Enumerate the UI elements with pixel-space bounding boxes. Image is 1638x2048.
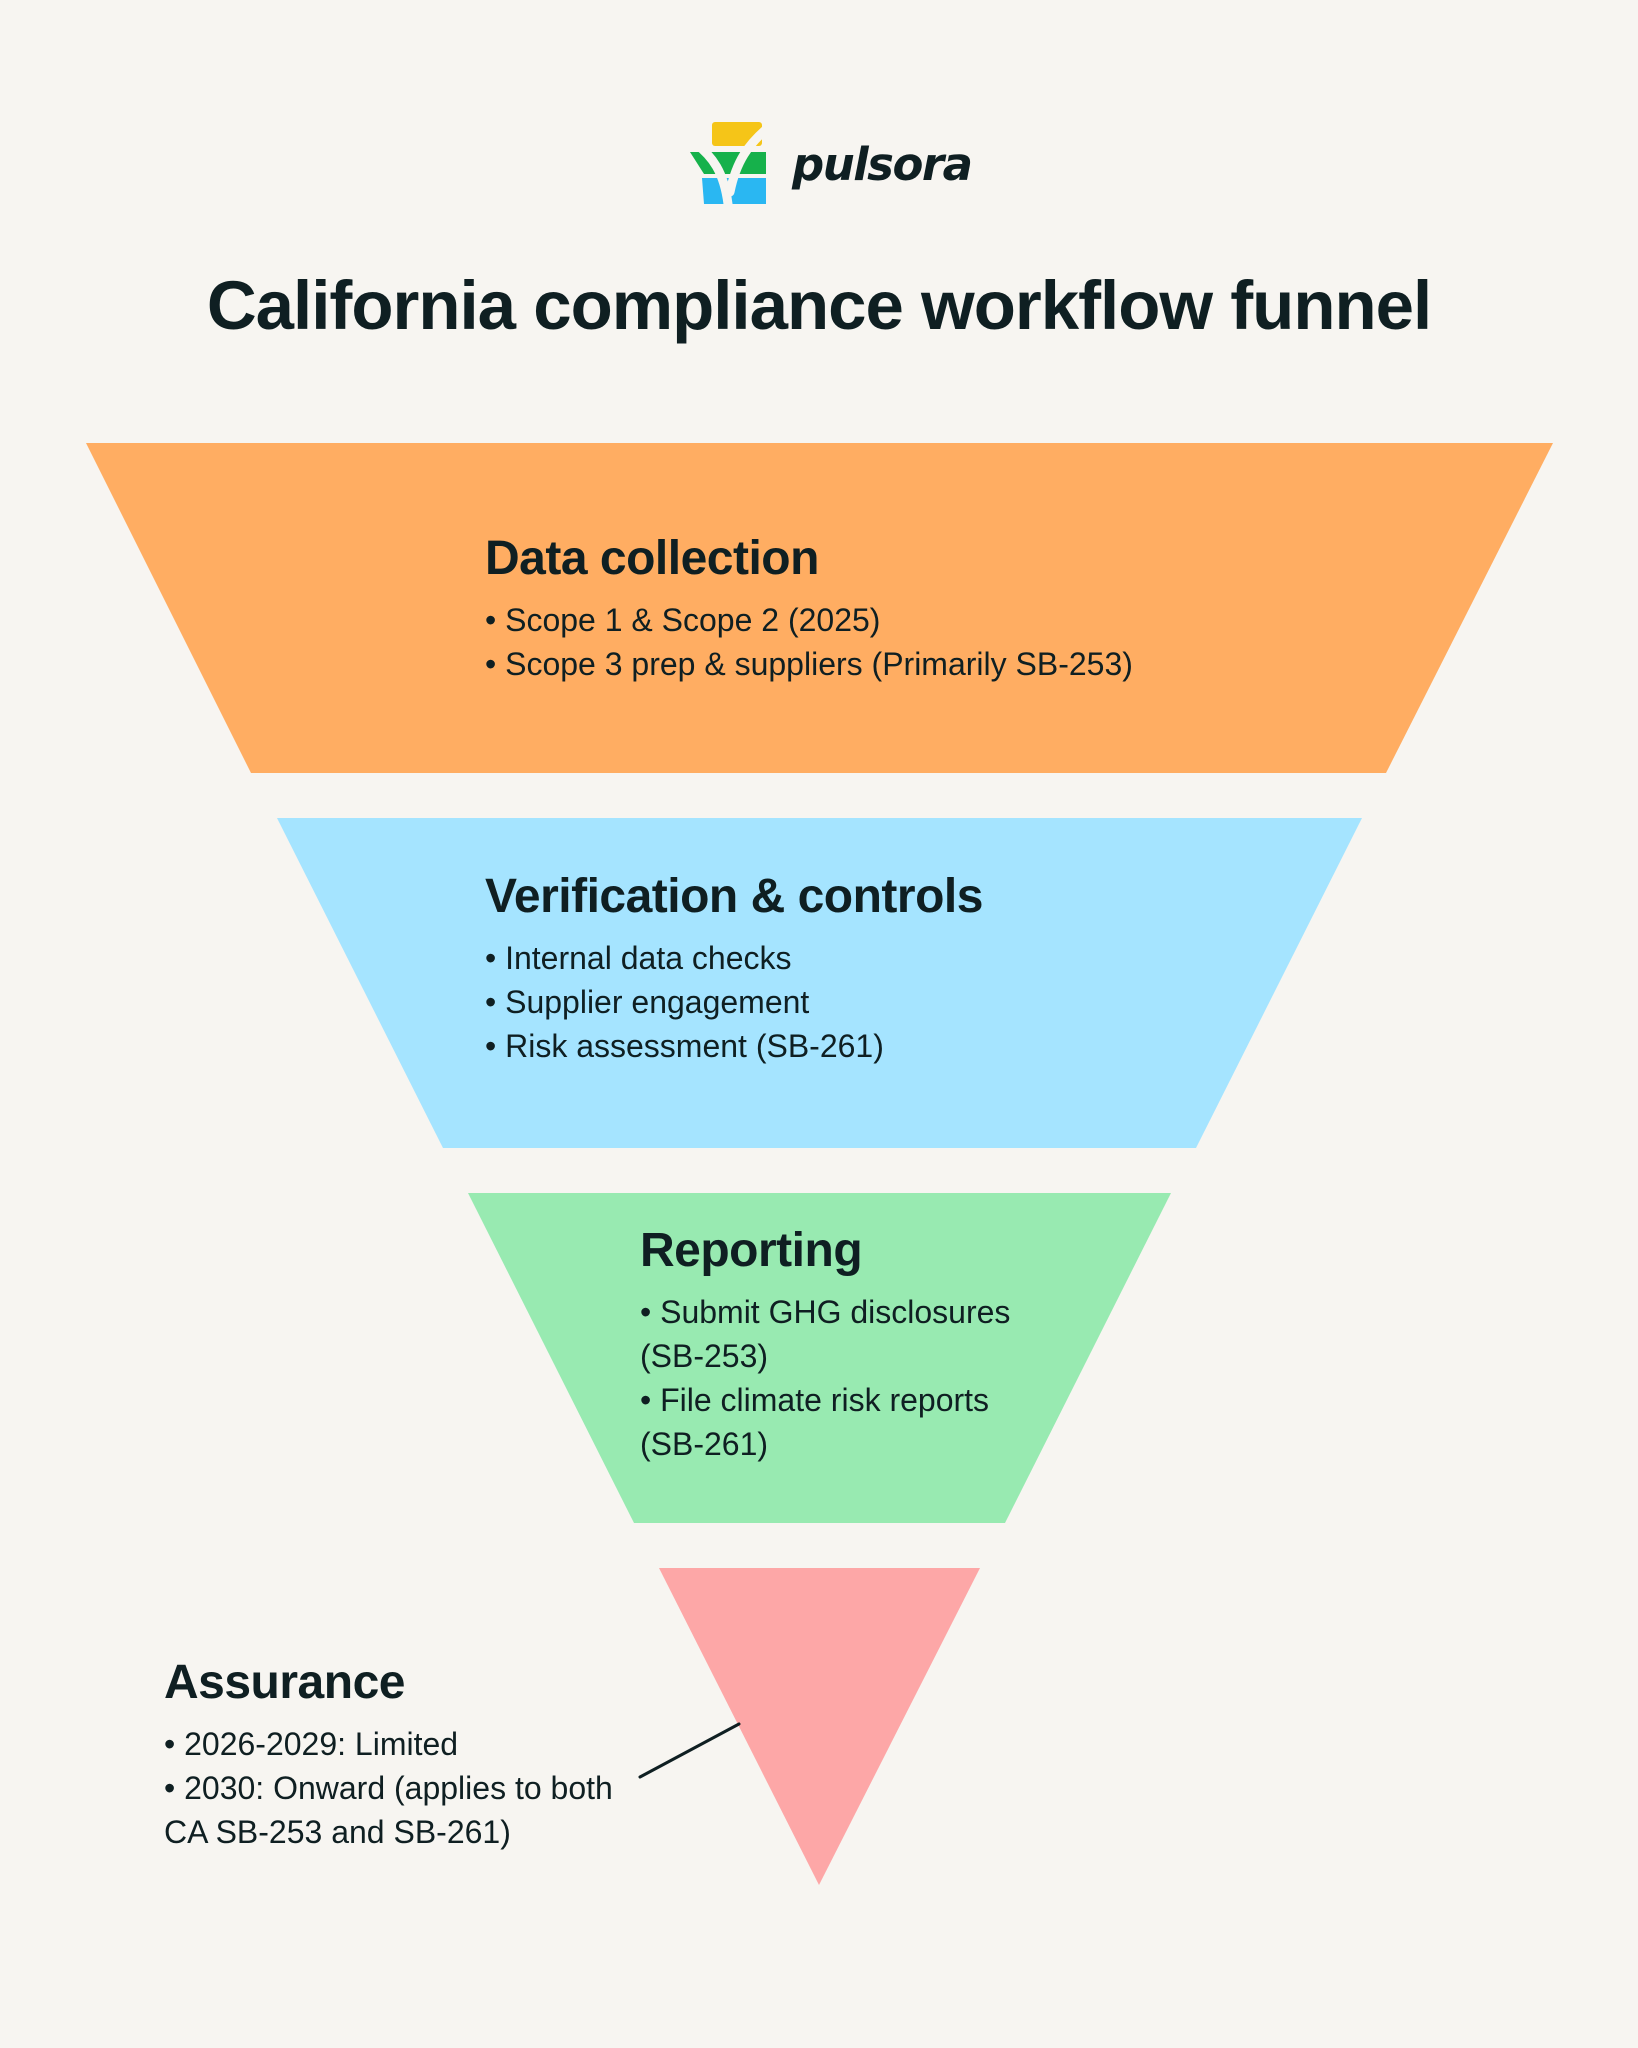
- funnel-segment-assurance: [659, 1568, 980, 1885]
- stage-assurance: Assurance • 2026-2029: Limited • 2030: O…: [164, 1654, 644, 1854]
- stage-bullet: • 2030: Onward (applies to both CA SB-25…: [164, 1769, 613, 1850]
- stage-bullet: • 2026-2029: Limited: [164, 1725, 459, 1762]
- stage-reporting: Reporting • Submit GHG disclosures (SB-2…: [640, 1222, 1030, 1466]
- stage-data-collection: Data collection • Scope 1 & Scope 2 (202…: [485, 530, 1133, 686]
- assurance-connector-line: [638, 1722, 741, 1779]
- funnel-segment-data-collection: [86, 443, 1553, 773]
- page-title: California compliance workflow funnel: [206, 267, 1432, 344]
- stage-title: Assurance: [164, 1656, 405, 1709]
- stage-bullet: • Internal data checks: [485, 939, 792, 976]
- pulsora-logo-icon: [690, 122, 774, 206]
- stage-bullet-list: • Submit GHG disclosures (SB-253) • File…: [640, 1290, 1030, 1466]
- stage-title: Verification & controls: [485, 870, 983, 923]
- stage-title: Data collection: [485, 532, 819, 585]
- brand-logo: pulsora: [690, 122, 973, 206]
- stage-bullet: • File climate risk reports (SB-261): [640, 1381, 990, 1462]
- stage-bullet: • Scope 3 prep & suppliers (Primarily SB…: [485, 645, 1133, 682]
- logo-swoosh: [691, 122, 774, 206]
- stage-title: Reporting: [640, 1224, 863, 1277]
- stage-bullet-list: • Internal data checks • Supplier engage…: [485, 936, 983, 1068]
- logo-green-block: [690, 152, 766, 174]
- brand-name: pulsora: [792, 137, 973, 191]
- stage-verification-controls: Verification & controls • Internal data …: [485, 868, 983, 1068]
- funnel-segment-reporting: [468, 1193, 1171, 1523]
- stage-bullet: • Supplier engagement: [485, 983, 810, 1020]
- stage-bullet: • Scope 1 & Scope 2 (2025): [485, 601, 881, 638]
- stage-bullet: • Risk assessment (SB-261): [485, 1027, 884, 1064]
- stage-bullet-list: • 2026-2029: Limited • 2030: Onward (app…: [164, 1722, 644, 1854]
- funnel-segment-verification: [277, 818, 1362, 1148]
- stage-bullet: • Submit GHG disclosures (SB-253): [640, 1293, 1011, 1374]
- stage-bullet-list: • Scope 1 & Scope 2 (2025) • Scope 3 pre…: [485, 598, 1133, 686]
